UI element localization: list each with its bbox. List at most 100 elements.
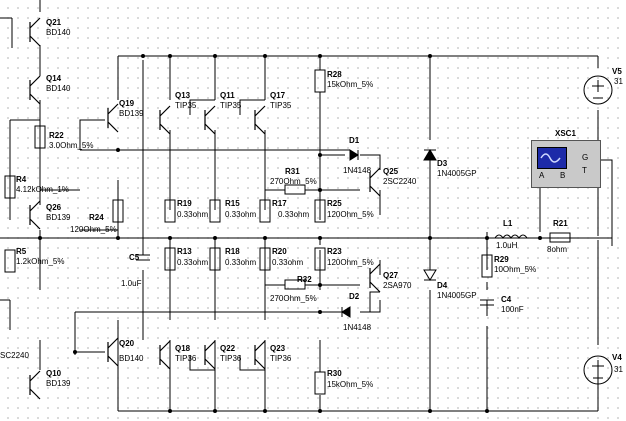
label-q27-name: Q27 <box>383 271 399 280</box>
oscilloscope-screen <box>537 147 567 169</box>
capacitor-c4 <box>480 299 494 306</box>
label-r30-name: R30 <box>327 369 342 378</box>
voltage-source-v5 <box>583 75 613 105</box>
label-q14-part: BD140 <box>46 84 71 93</box>
label-q22-name: Q22 <box>220 344 236 353</box>
label-q19-name: Q19 <box>119 99 135 108</box>
label-q13-part: TIP35 <box>175 101 197 110</box>
label-r29-val: 10Ohm_5% <box>494 265 537 274</box>
label-q13-name: Q13 <box>175 91 191 100</box>
label-r31-name: R31 <box>285 167 300 176</box>
label-v5-name: V5 <box>612 67 622 76</box>
label-q27-part: 2SA970 <box>383 281 412 290</box>
inductor-l1 <box>494 234 528 239</box>
label-q17-part: TIP35 <box>270 101 292 110</box>
resistor-r4 <box>4 175 16 199</box>
label-d3-part: 1N4005GP <box>437 169 477 178</box>
label-xsc1-t: T <box>582 166 587 175</box>
label-r31-val: 270Ohm_5% <box>270 177 317 186</box>
voltage-source-v4 <box>583 355 613 385</box>
label-r22-val: 3.0Ohm_5% <box>49 141 94 150</box>
label-r24-name: R24 <box>89 213 104 222</box>
diode-d1 <box>349 149 359 161</box>
resistor-r18 <box>209 247 221 271</box>
label-r21-val: 8ohm <box>547 245 568 254</box>
diode-d2 <box>341 306 351 318</box>
label-r24-val: 120Ohm_5% <box>70 225 117 234</box>
label-r18-name: R18 <box>225 247 240 256</box>
label-r28-name: R28 <box>327 70 342 79</box>
resistor-r21 <box>549 232 571 243</box>
label-c5-val: 1.0uF <box>121 279 142 288</box>
label-q21-part: BD140 <box>46 28 71 37</box>
resistor-r25 <box>314 199 326 223</box>
label-q10-part: BD139 <box>46 379 71 388</box>
label-d2-name: D2 <box>349 292 360 301</box>
oscilloscope-xsc1[interactable] <box>531 140 601 188</box>
label-q17-name: Q17 <box>270 91 286 100</box>
label-q26-name: Q26 <box>46 203 62 212</box>
label-d1-part: 1N4148 <box>343 166 372 175</box>
label-q22-part: TIP36 <box>220 354 242 363</box>
label-r13-val: 0.33ohm <box>177 258 209 267</box>
resistor-r31 <box>284 184 306 195</box>
label-r21-name: R21 <box>553 219 568 228</box>
label-r13-name: R13 <box>177 247 192 256</box>
label-r29-name: R29 <box>494 255 509 264</box>
resistor-r32 <box>284 279 306 290</box>
label-q26-part: BD139 <box>46 213 71 222</box>
label-xsc1-b: B <box>560 171 566 180</box>
label-d2-part: 1N4148 <box>343 323 372 332</box>
label-q25-part: 2SC2240 <box>383 177 417 186</box>
capacitor-c5 <box>136 254 150 261</box>
label-r18-val: 0.33ohm <box>225 258 257 267</box>
label-d4-name: D4 <box>437 281 448 290</box>
label-q18-part: TIP36 <box>175 354 197 363</box>
label-d3-name: D3 <box>437 159 448 168</box>
label-q25-name: Q25 <box>383 167 399 176</box>
label-q19-part: BD139 <box>119 109 144 118</box>
resistor-r13 <box>164 247 176 271</box>
label-r32-val: 270Ohm_5% <box>270 294 317 303</box>
label-r23-name: R23 <box>327 247 342 256</box>
label-r25-val: 120Ohm_5% <box>327 210 374 219</box>
resistor-r29 <box>481 254 493 278</box>
label-r32-name: R32 <box>297 275 312 284</box>
label-r5-val: 1.2kOhm_5% <box>16 257 65 266</box>
label-v5-val: 31 <box>614 77 623 86</box>
resistor-r23 <box>314 247 326 271</box>
label-r20-val: 0.33ohm <box>272 258 304 267</box>
label-r5-name: R5 <box>16 247 27 256</box>
label-l1-name: L1 <box>503 219 513 228</box>
resistor-r24 <box>112 199 124 223</box>
label-q11-name: Q11 <box>220 91 235 100</box>
label-q10-name: Q10 <box>46 369 62 378</box>
label-r19-val: 0.33ohm <box>177 210 209 219</box>
label-q23-part: TIP36 <box>270 354 292 363</box>
resistor-r30 <box>314 371 326 395</box>
label-xsc1-g: G <box>582 153 589 162</box>
label-d4-part: 1N4005GP <box>437 291 477 300</box>
label-q23-name: Q23 <box>270 344 286 353</box>
label-r4-val: 4.12kOhm_1% <box>16 185 69 194</box>
label-r23-val: 120Ohm_5% <box>327 258 374 267</box>
resistor-r19 <box>164 199 176 223</box>
label-sc2240-partial: SC2240 <box>0 351 29 360</box>
label-q11-part: TIP35 <box>220 101 242 110</box>
resistor-r5 <box>4 249 16 273</box>
label-r20-name: R20 <box>272 247 287 256</box>
sine-wave-icon <box>540 153 561 163</box>
label-q21-name: Q21 <box>46 18 62 27</box>
resistor-r17 <box>259 199 271 223</box>
label-r22-name: R22 <box>49 131 64 140</box>
label-d1-name: D1 <box>349 136 360 145</box>
diode-d4 <box>423 269 437 281</box>
label-r25-name: R25 <box>327 199 342 208</box>
label-r15-val: 0.33ohm <box>225 210 257 219</box>
resistor-r15 <box>209 199 221 223</box>
label-l1-val: 1.0uH <box>496 241 518 250</box>
label-q14-name: Q14 <box>46 74 62 83</box>
label-r17-name: R17 <box>272 199 287 208</box>
